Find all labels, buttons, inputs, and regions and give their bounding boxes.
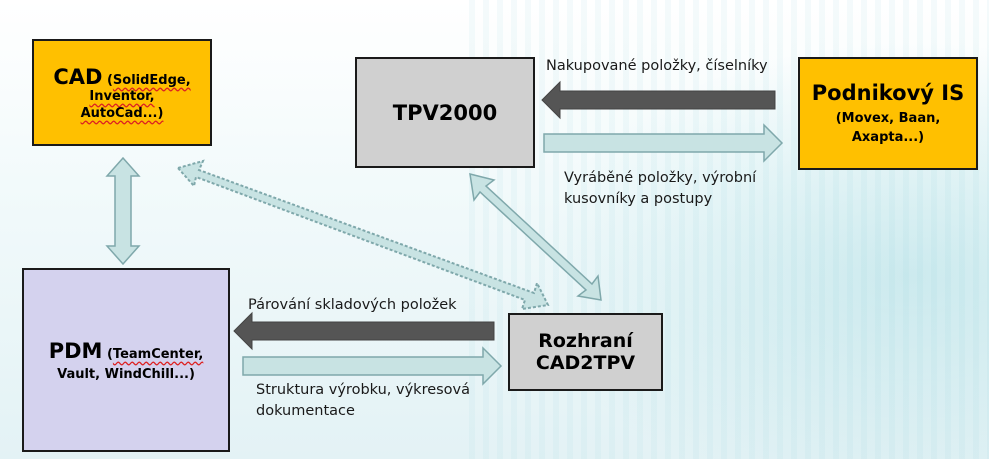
podnikovy-is-title: Podnikový IS bbox=[811, 80, 965, 105]
arrow-pdm-to-rozhrani bbox=[242, 346, 503, 386]
arrow-cad-rozhrani-dashed bbox=[176, 159, 550, 311]
pdm-title-line: PDM (TeamCenter, bbox=[49, 339, 204, 363]
rozhrani-box: Rozhraní CAD2TPV bbox=[508, 313, 663, 391]
label-vyrabene-line2: kusovníky a postupy bbox=[564, 191, 713, 207]
arrow-rozhrani-to-pdm bbox=[233, 311, 495, 351]
arrow-cad-pdm bbox=[105, 156, 141, 266]
cad-title-line: CAD (SolidEdge, bbox=[53, 65, 190, 89]
label-parovani: Párování skladových položek bbox=[248, 297, 457, 313]
arrow-tpv-rozhrani bbox=[469, 172, 602, 301]
arrow-tpv-to-podnik bbox=[543, 123, 784, 163]
pdm-paren: ( bbox=[102, 346, 113, 362]
tpv2000-box: TPV2000 bbox=[355, 57, 535, 168]
pdm-product-1: TeamCenter, bbox=[112, 346, 204, 362]
cad-product-2: Inventor, bbox=[89, 88, 155, 104]
label-vyrabene-line1: Vyráběné položky, výrobní bbox=[564, 170, 757, 186]
cad-product-3: AutoCad...) bbox=[80, 105, 164, 121]
label-struktura: Struktura výrobku, výkresová dokumentace bbox=[256, 380, 470, 422]
cad-product-1: SolidEdge, bbox=[112, 72, 191, 88]
cad-title: CAD bbox=[53, 64, 103, 89]
tpv2000-title: TPV2000 bbox=[392, 100, 498, 125]
cad-paren: ( bbox=[102, 72, 113, 88]
pdm-product-2: Vault, WindChill...) bbox=[57, 366, 195, 382]
pdm-title: PDM bbox=[48, 338, 103, 363]
label-struktura-line2: dokumentace bbox=[256, 403, 355, 419]
podnikovy-is-products: (Movex, Baan, Axapta...) bbox=[835, 110, 941, 145]
pdm-box: PDM (TeamCenter, Vault, WindChill...) bbox=[22, 268, 230, 452]
rozhrani-line1: Rozhraní bbox=[538, 330, 633, 352]
label-nakupovane: Nakupované položky, číselníky bbox=[546, 58, 768, 74]
label-vyrabene: Vyráběné položky, výrobní kusovníky a po… bbox=[564, 168, 756, 210]
podnikovy-is-box: Podnikový IS (Movex, Baan, Axapta...) bbox=[798, 57, 978, 170]
arrow-podnik-to-tpv bbox=[541, 80, 776, 120]
rozhrani-line2: CAD2TPV bbox=[535, 352, 636, 374]
cad-box: CAD (SolidEdge, Inventor, AutoCad...) bbox=[32, 39, 212, 146]
label-struktura-line1: Struktura výrobku, výkresová bbox=[256, 382, 471, 398]
